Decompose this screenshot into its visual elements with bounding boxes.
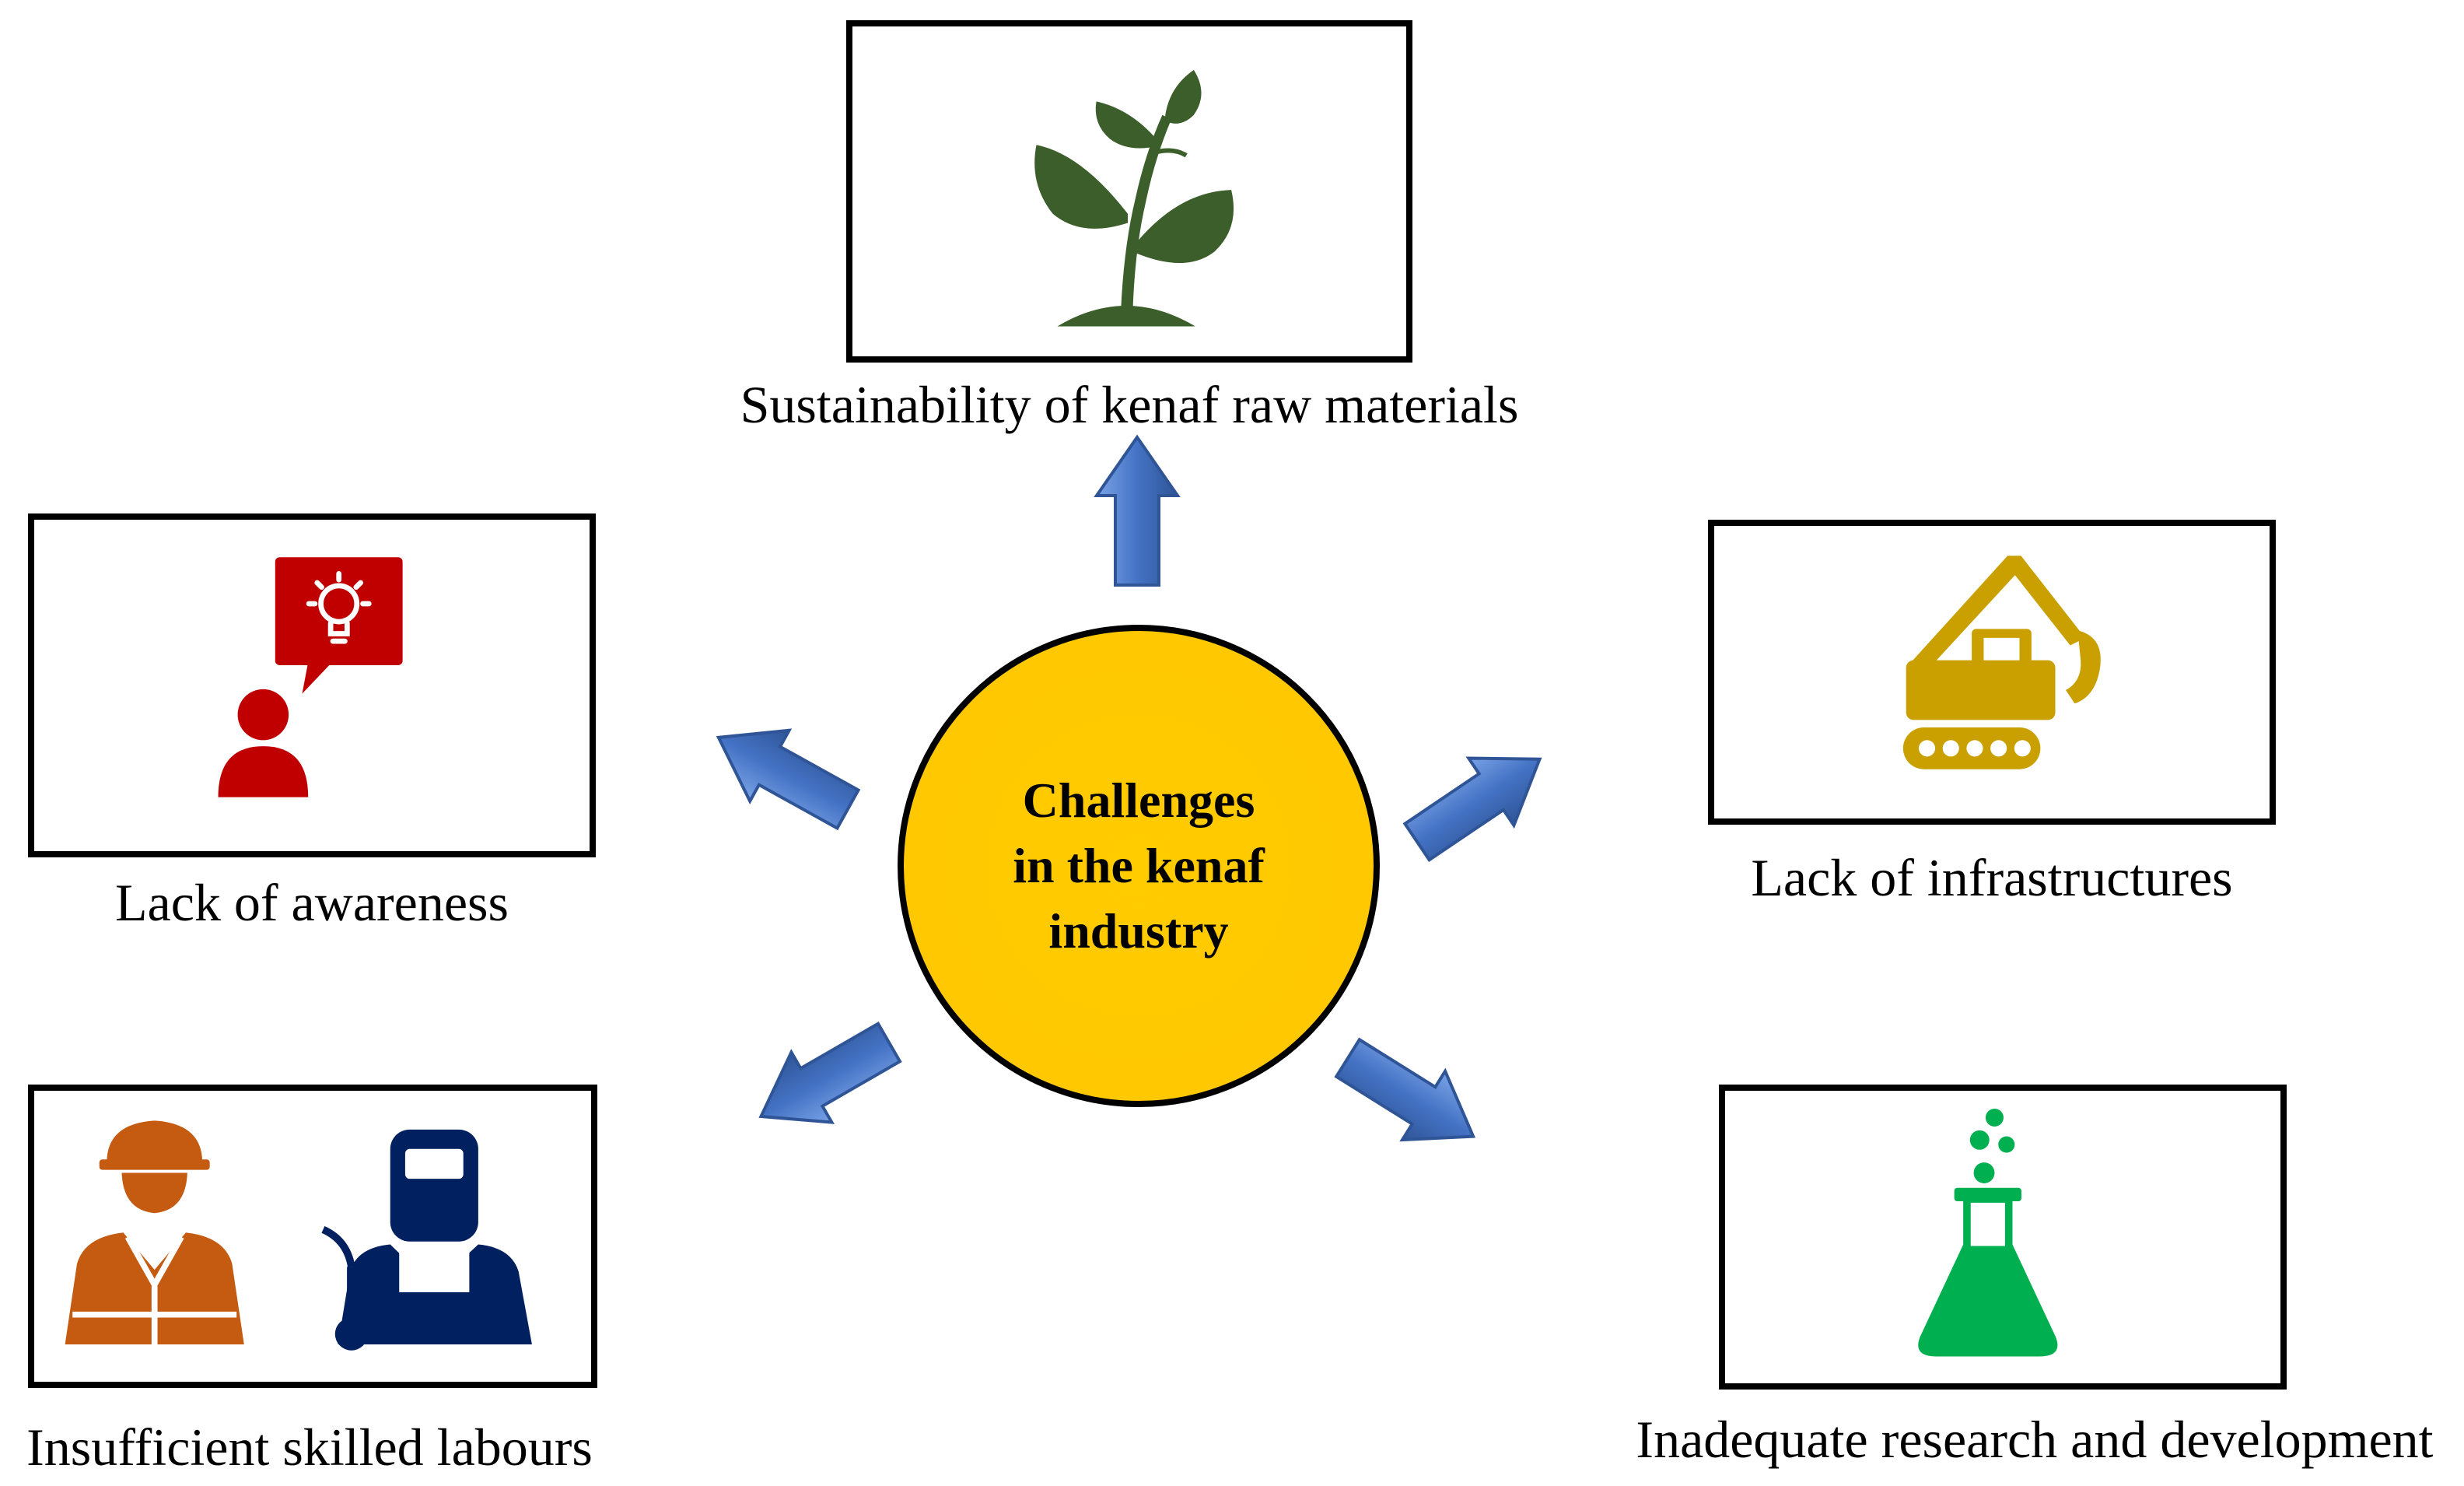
- workers-icon: [65, 1120, 532, 1351]
- card-skilled-labours: [28, 1085, 597, 1388]
- excavator-icon: [1902, 555, 2101, 769]
- card-infrastructures: [1708, 520, 2276, 825]
- arrow-down-right: [1334, 1037, 1476, 1142]
- card-research: [1719, 1085, 2287, 1390]
- card-sustainability: [846, 20, 1412, 363]
- label-infrastructures: Lack of infrastructures: [1751, 848, 2233, 907]
- label-research: Inadequate research and development: [1636, 1410, 2434, 1469]
- arrow-down-left: [758, 1022, 902, 1124]
- arrow-up: [1094, 434, 1181, 587]
- flask-icon: [1918, 1109, 2058, 1357]
- plant-icon: [1034, 69, 1234, 327]
- person-idea-icon: [218, 557, 403, 797]
- center-title: Challenges in the kenaf industry: [1013, 773, 1265, 959]
- arrow-up-left: [716, 728, 861, 831]
- arrow-up-right: [1402, 756, 1542, 862]
- label-awareness: Lack of awareness: [115, 873, 509, 932]
- label-sustainability: Sustainability of kenaf raw materials: [740, 375, 1519, 434]
- label-skilled-labours: Insufficient skilled labours: [26, 1418, 593, 1477]
- center-hub: Challenges in the kenaf industry: [898, 625, 1380, 1107]
- card-awareness: [28, 513, 596, 857]
